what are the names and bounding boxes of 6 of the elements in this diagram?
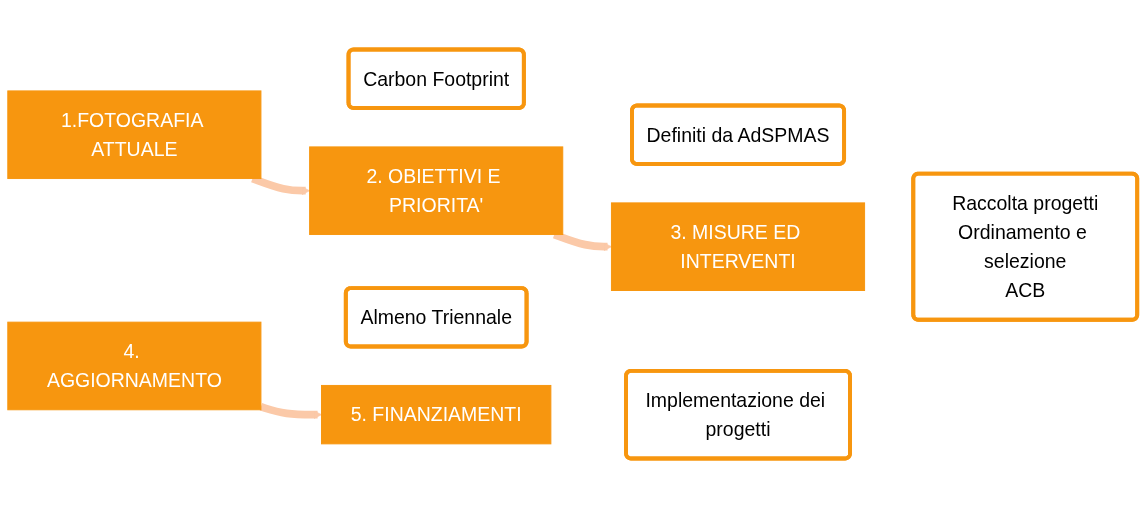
node-box: 1.FOTOGRAFIA ATTUALE	[7, 90, 262, 180]
node-box: 4. AGGIORNAMENTO	[7, 321, 262, 411]
node-box: 3. MISURE ED INTERVENTI	[610, 202, 866, 291]
node-box: 5. FINANZIAMENTI	[321, 384, 552, 445]
node-box: 2. OBIETTIVI E PRIORITA'	[309, 146, 564, 235]
arrow	[259, 403, 322, 419]
